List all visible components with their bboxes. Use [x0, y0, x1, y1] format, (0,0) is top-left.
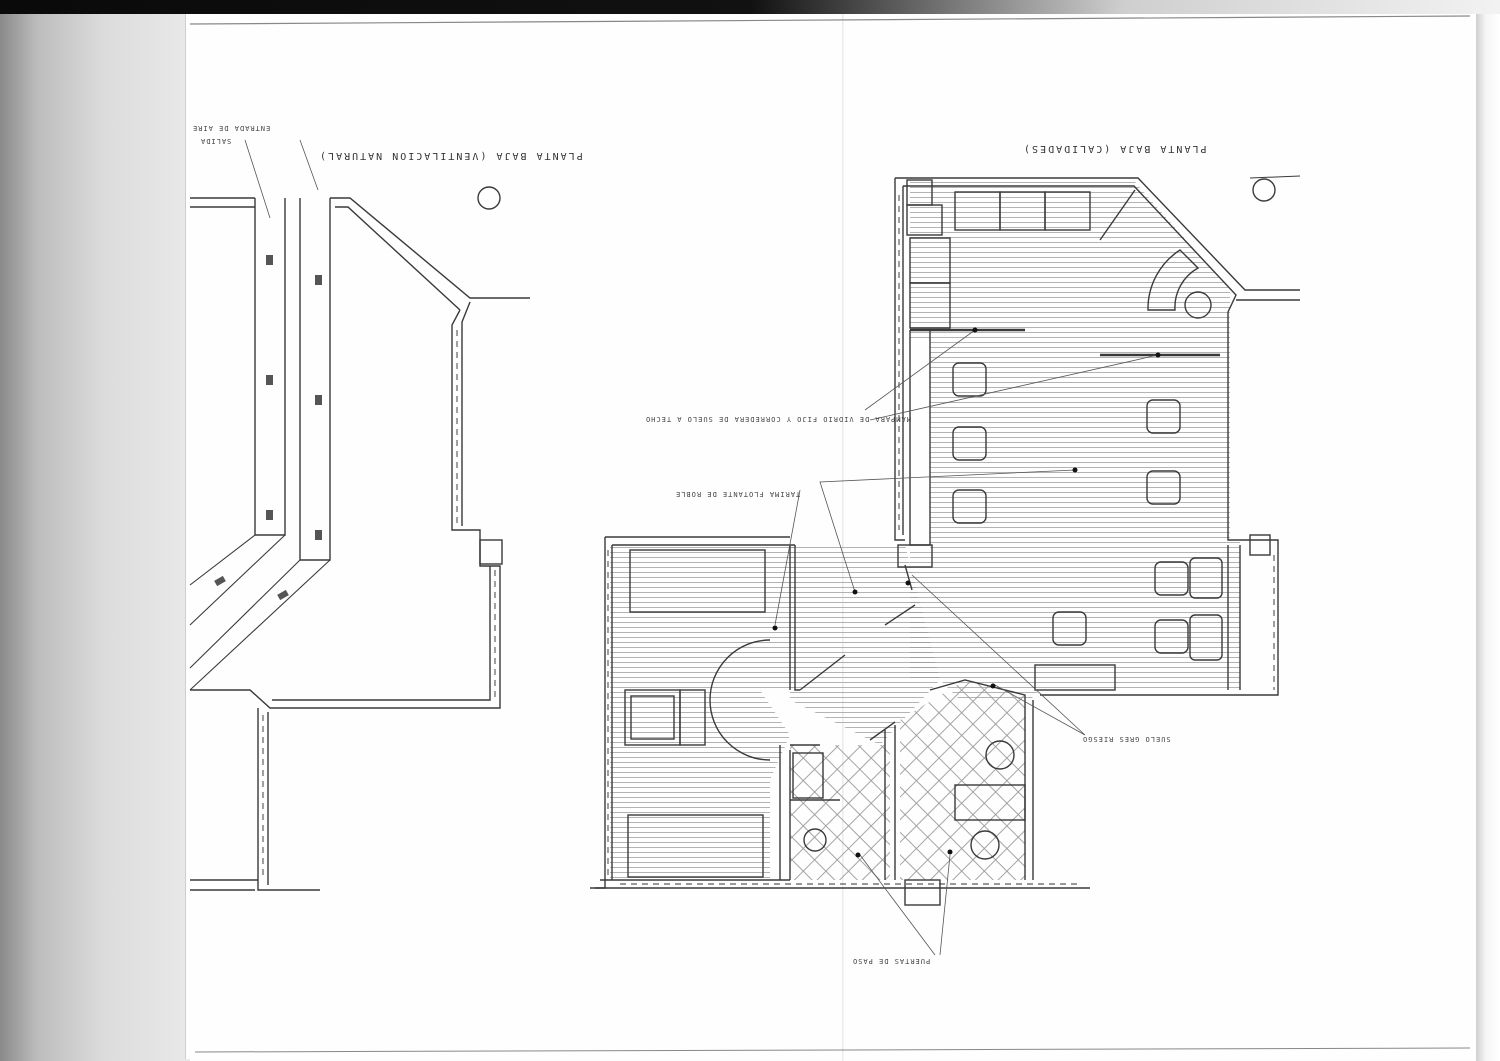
- north-marker-icon: [477, 186, 501, 210]
- sheet-fold-line: [842, 0, 844, 1061]
- label-salida: SALIDA: [200, 137, 232, 145]
- scanner-shadow: [0, 0, 190, 1061]
- label-entrada-aire: ENTRADA DE AIRE: [192, 124, 271, 132]
- bed: [629, 549, 766, 613]
- label-mampara: MAMPARA DE VIDRIO FIJO Y CORREDERA DE SU…: [645, 415, 911, 423]
- left-plan: [189, 186, 530, 891]
- scanner-top-band: [0, 0, 1500, 14]
- callout-dots: [772, 327, 1161, 858]
- label-puertas: PUERTAS DE PASO: [852, 957, 931, 965]
- leader-lines: [774, 329, 1159, 956]
- bed: [627, 814, 764, 878]
- sheet-right-edge: [1476, 0, 1500, 1061]
- plan-title-calidades: PLANTA BAJA (CALIDADES): [1022, 143, 1207, 154]
- label-tarima: TARIMA FLOTANTE DE ROBLE: [675, 490, 801, 498]
- north-marker-icon: [1252, 178, 1276, 202]
- plan-title-ventilacion: PLANTA BAJA (VENTILACION NATURAL): [318, 150, 583, 161]
- drawing-sheet: [185, 14, 1476, 1059]
- vent-grilles: [214, 255, 322, 601]
- label-suelo-gres: SUELO GRES RIESGO: [1082, 735, 1171, 743]
- right-plan: [590, 175, 1301, 956]
